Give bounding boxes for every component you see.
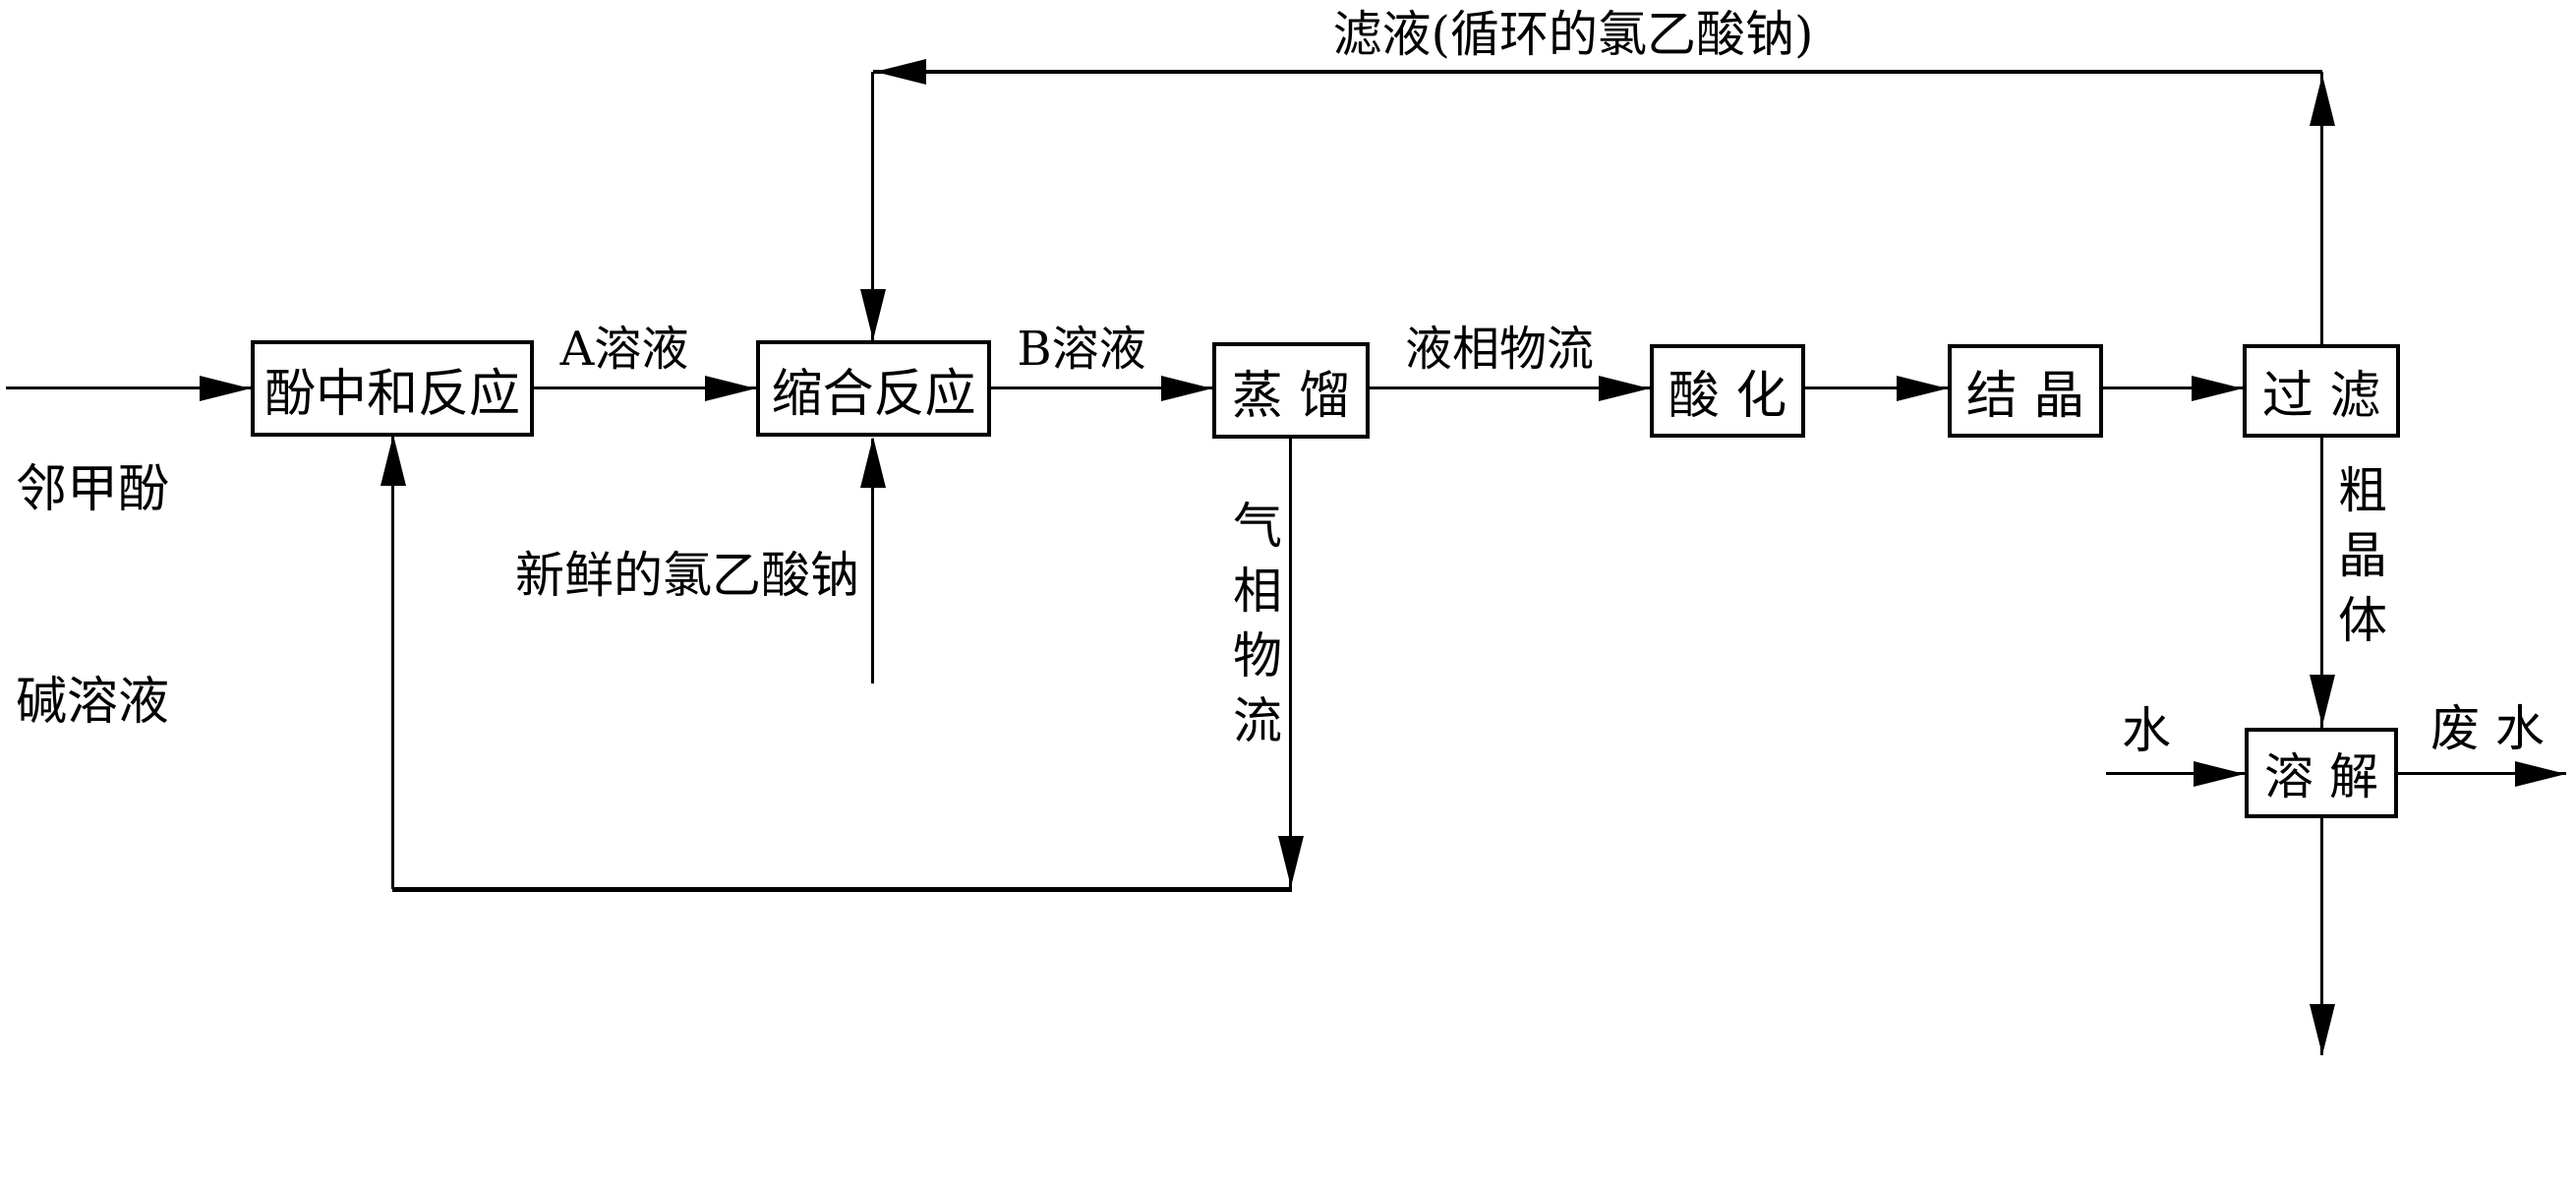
process-box-filtration: 过 滤 <box>2243 344 2400 438</box>
line-feed <box>6 386 251 389</box>
label-filtrate-recycle: 滤液(循环的氯乙酸钠) <box>1332 6 1814 63</box>
label-feed: 邻甲酚 碱溶液 <box>16 313 169 879</box>
label-fresh-feed: 新鲜的氯乙酸钠 <box>515 547 859 604</box>
label-water: 水 <box>2122 702 2171 759</box>
line-waste-water-out <box>2398 772 2566 775</box>
label-gas-phase: 气相物流 <box>1225 500 1282 759</box>
arrowhead-right-icon <box>1897 376 1948 401</box>
line-recycle-down-to-condensation <box>871 72 874 340</box>
arrowhead-right-icon <box>2192 376 2243 401</box>
arrowhead-right-icon <box>200 376 251 401</box>
label-product: 邻甲基苯 氧乙酸晶体 <box>2212 1060 2468 1188</box>
line-distillation-to-acidification <box>1369 386 1650 389</box>
label-feed-line1: 邻甲酚 <box>16 460 170 519</box>
label-waste-water: 废 水 <box>2430 700 2545 757</box>
process-box-acidification: 酸 化 <box>1650 344 1805 438</box>
line-condensation-to-distillation <box>990 386 1212 389</box>
arrowhead-right-icon <box>1161 376 1212 401</box>
arrowhead-left-icon <box>875 59 926 85</box>
label-crude-crystals: 粗晶体 <box>2330 464 2387 659</box>
label-liquid-phase: 液相物流 <box>1404 322 1594 377</box>
line-gas-bottom <box>392 887 1292 892</box>
line-recycle-top <box>873 70 2322 74</box>
label-feed-line2: 碱溶液 <box>16 673 170 732</box>
process-box-condensation: 缩合反应 <box>756 340 991 437</box>
line-acidification-to-crystallization <box>1804 386 1948 389</box>
process-box-dissolution: 溶 解 <box>2245 728 2398 818</box>
arrowhead-down-icon <box>860 289 886 340</box>
label-solution-a: A溶液 <box>559 322 689 377</box>
arrowhead-right-icon <box>1599 376 1650 401</box>
line-filtration-to-dissolution <box>2320 438 2323 728</box>
arrowhead-down-icon <box>2310 1004 2335 1055</box>
arrowhead-right-icon <box>2194 761 2245 787</box>
line-water-in <box>2106 772 2245 775</box>
arrowhead-down-icon <box>1278 836 1304 887</box>
line-fresh-feed <box>871 439 874 683</box>
line-gas-up-to-neutralization <box>391 437 394 889</box>
arrowhead-right-icon <box>2515 761 2566 787</box>
arrowhead-up-icon <box>381 435 406 486</box>
arrowhead-right-icon <box>705 376 756 401</box>
arrowhead-up-icon <box>2310 75 2335 126</box>
line-recycle-up-from-filtration <box>2320 72 2323 344</box>
arrowhead-up-icon <box>860 437 886 488</box>
process-box-distillation: 蒸 馏 <box>1212 342 1370 439</box>
arrowhead-down-icon <box>2310 675 2335 726</box>
line-gas-down-from-distillation <box>1289 437 1292 890</box>
label-solution-b: B溶液 <box>1017 322 1146 377</box>
line-product-out <box>2320 818 2323 1055</box>
process-box-crystallization: 结 晶 <box>1948 344 2103 438</box>
process-box-neutralization: 酚中和反应 <box>251 340 534 437</box>
line-crystallization-to-filtration <box>2102 386 2243 389</box>
line-neutralization-to-condensation <box>534 386 756 389</box>
